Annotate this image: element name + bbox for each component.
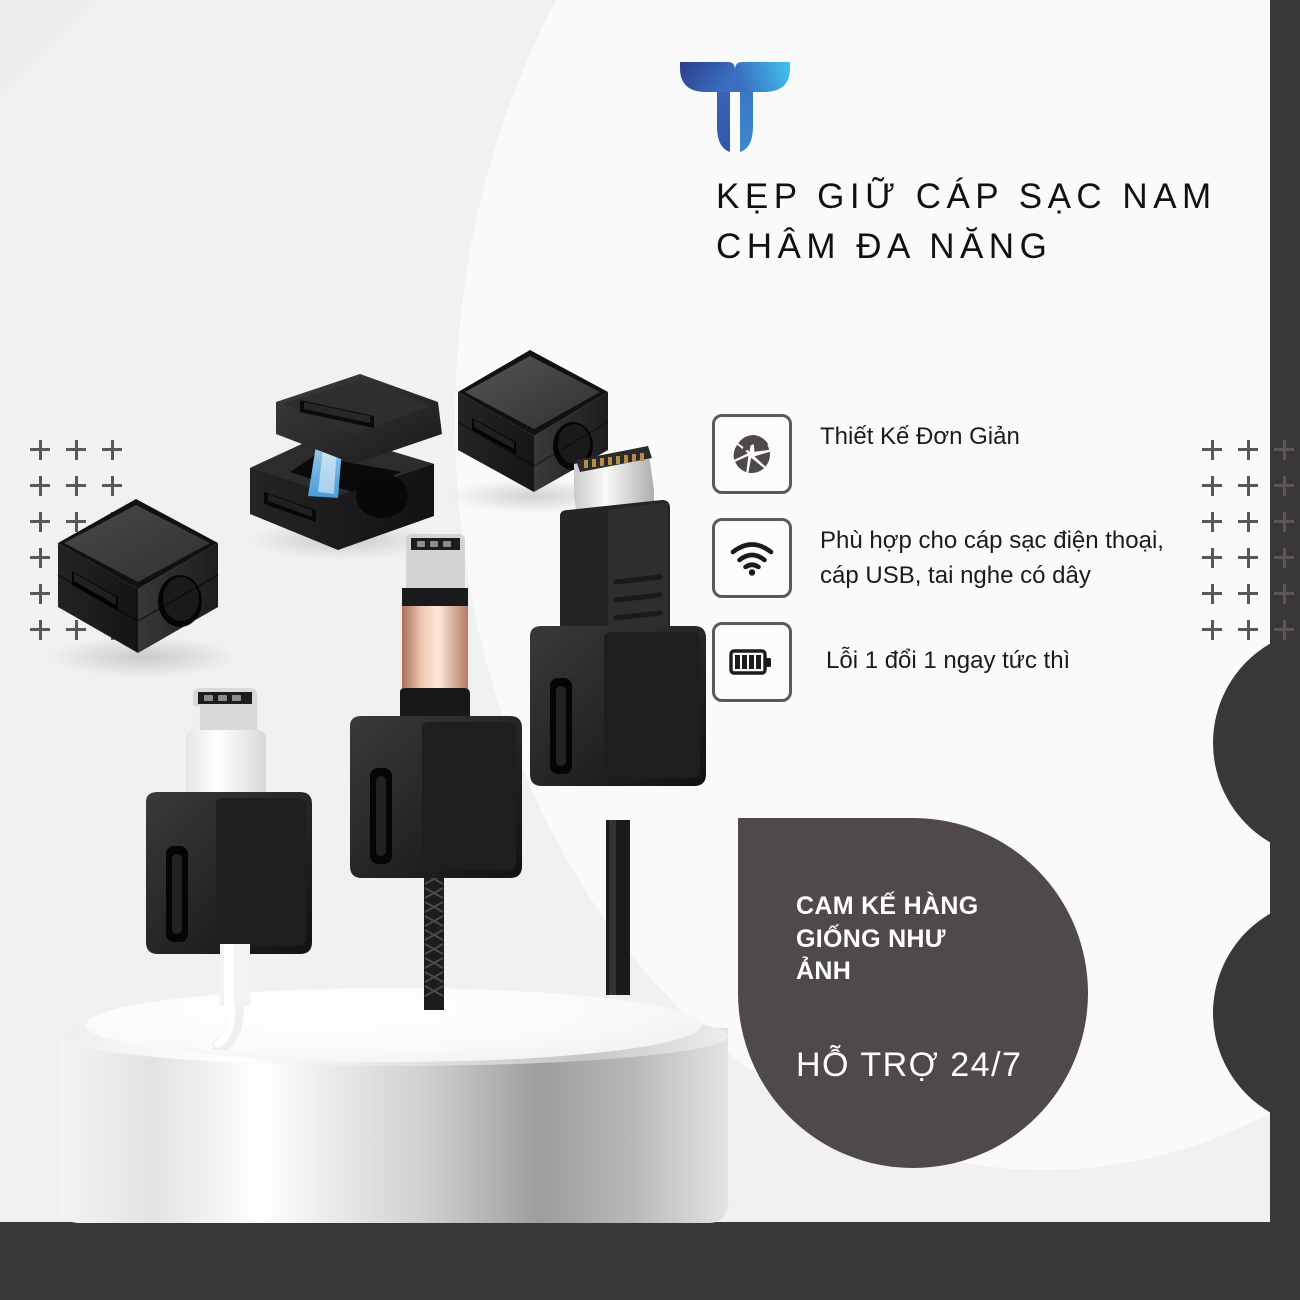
brand-logo-t-leaf — [680, 62, 790, 152]
plus-icon — [60, 504, 96, 540]
magnetic-cable-clip-closed-top — [457, 350, 609, 492]
guarantee-badge: CAM KẾ HÀNG GIỐNG NHƯ ẢNH HỖ TRỢ 24/7 — [738, 818, 1088, 1168]
plus-icon — [60, 432, 96, 468]
background-bottom-bar — [0, 1222, 1300, 1300]
plus-icon — [60, 612, 96, 648]
plus-icon — [96, 432, 132, 468]
plus-icon — [1196, 612, 1232, 648]
feature-item-design: Thiết Kế Đơn Giản — [712, 414, 1212, 494]
plus-icon — [24, 504, 60, 540]
battery-icon — [729, 649, 771, 675]
usb-c-cable-white-in-clip — [146, 688, 312, 1006]
plus-icon — [24, 432, 60, 468]
plus-icon — [1268, 540, 1300, 576]
guarantee-line-1: CAM KẾ HÀNG — [796, 892, 979, 920]
plus-icon — [60, 468, 96, 504]
hdmi-cable-lead — [606, 820, 630, 995]
podium-top-surface — [86, 988, 702, 1062]
plus-icon — [96, 468, 132, 504]
feature-icon-box — [712, 414, 792, 494]
plus-icon — [1196, 468, 1232, 504]
wifi-icon — [730, 542, 774, 576]
plus-icon — [1268, 504, 1300, 540]
background-right-strip — [1270, 0, 1300, 1300]
feature-icon-box — [712, 518, 792, 598]
plus-icon — [1196, 540, 1232, 576]
feature-label: Lỗi 1 đổi 1 ngay tức thì — [826, 647, 1071, 674]
feature-label: Phù hợp cho cáp sạc điện thoại, cáp USB,… — [820, 527, 1164, 589]
plus-icon — [24, 540, 60, 576]
background-corner-fold — [0, 0, 92, 92]
guarantee-line-3: ẢNH — [796, 957, 852, 985]
plus-icon — [1196, 576, 1232, 612]
plus-icon — [1196, 504, 1232, 540]
plus-icon — [1232, 540, 1268, 576]
feature-item-warranty: Lỗi 1 đổi 1 ngay tức thì — [712, 622, 1212, 702]
plus-icon — [24, 612, 60, 648]
plus-icon — [1232, 612, 1268, 648]
plus-icon — [1232, 504, 1268, 540]
guarantee-badge-headline: CAM KẾ HÀNG GIỐNG NHƯ ẢNH — [796, 890, 978, 988]
plus-icon — [24, 468, 60, 504]
usb-c-cable-rosegold-in-clip — [350, 534, 522, 878]
plus-icon — [1232, 432, 1268, 468]
page-title: KẸP GIỮ CÁP SẠC NAM CHÂM ĐA NĂNG — [716, 172, 1256, 271]
magnetic-cable-clip-open — [250, 374, 442, 550]
plus-icon — [1268, 612, 1300, 648]
aperture-icon — [733, 434, 770, 474]
page-title-line2: CHÂM ĐA NĂNG — [716, 226, 1053, 266]
plus-icon — [1232, 468, 1268, 504]
usb-c-cable-white-lead — [212, 940, 244, 1050]
guarantee-line-2: GIỐNG NHƯ — [796, 924, 946, 953]
feature-item-compatibility: Phù hợp cho cáp sạc điện thoại, cáp USB,… — [712, 518, 1212, 598]
feature-label: Thiết Kế Đơn Giản — [820, 423, 1020, 450]
plus-icon — [1268, 468, 1300, 504]
plus-icon — [1268, 432, 1300, 468]
plus-icon — [24, 576, 60, 612]
plus-icon — [1268, 576, 1300, 612]
hdmi-cable-black-in-clip — [530, 446, 706, 786]
support-text: HỖ TRỢ 24/7 — [796, 1046, 1023, 1084]
plus-icon — [1232, 576, 1268, 612]
plus-icon — [1196, 432, 1232, 468]
feature-icon-box — [712, 622, 792, 702]
plus-pattern-right — [1196, 432, 1300, 648]
magnetic-cable-clip-closed-left — [57, 499, 219, 653]
page-title-line1: KẸP GIỮ CÁP SẠC NAM — [716, 177, 1217, 216]
feature-list: Thiết Kế Đơn Giản Phù hợp cho cáp sạc đi… — [712, 414, 1212, 726]
